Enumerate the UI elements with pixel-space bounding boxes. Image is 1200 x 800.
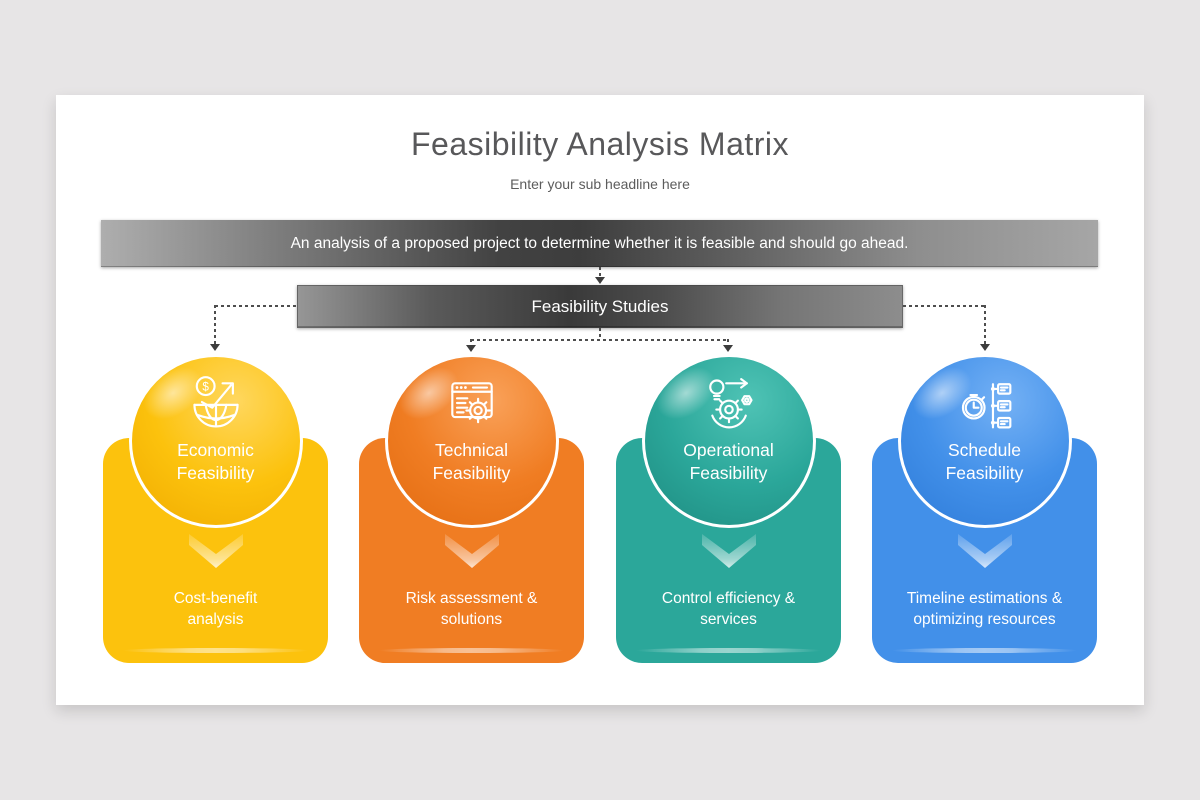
schedule-circle: Schedule Feasibility <box>897 354 1072 528</box>
browser-gear-icon <box>450 382 493 424</box>
studies-bar: Feasibility Studies <box>297 285 903 328</box>
connector-technical-vertical <box>470 339 472 346</box>
page-subtitle: Enter your sub headline here <box>510 176 690 192</box>
connector-top-vertical <box>599 267 601 278</box>
card-technical-feasibility: Technical Feasibility Risk assessment & … <box>359 354 584 663</box>
card-schedule-feasibility: Schedule Feasibility Timeline estimation… <box>872 354 1097 663</box>
operational-card-title: Operational Feasibility <box>683 440 774 484</box>
gears-idea-process-icon <box>708 378 753 429</box>
operational-card-description: Control efficiency & services <box>661 590 796 628</box>
connector-center-horizontal <box>471 339 729 341</box>
economic-circle: $ Economic Feasibility <box>128 354 303 528</box>
chevron-down-icon <box>188 534 243 568</box>
connector-right-horizontal <box>903 305 985 307</box>
technical-circle: Technical Feasibility <box>384 354 559 528</box>
connector-operational-vertical <box>727 339 729 346</box>
schedule-card-description: Timeline estimations & optimizing resour… <box>906 590 1063 628</box>
connector-left-vertical <box>214 305 216 345</box>
economic-card-title: Economic Feasibility <box>176 440 255 484</box>
operational-circle: Operational Feasibility <box>641 354 816 528</box>
connector-right-vertical <box>984 305 986 345</box>
description-bar: An analysis of a proposed project to det… <box>101 220 1098 267</box>
arrowhead-technical <box>466 345 476 352</box>
stopwatch-timeline-icon <box>961 383 1011 429</box>
schedule-card-title: Schedule Feasibility <box>945 440 1024 484</box>
technical-card-title: Technical Feasibility <box>432 440 511 484</box>
page-title: Feasibility Analysis Matrix <box>410 126 790 162</box>
description-bar-text: An analysis of a proposed project to det… <box>290 234 909 252</box>
arrowhead-schedule <box>980 344 990 351</box>
svg-text:$: $ <box>202 380 209 393</box>
economic-card-description: Cost-benefit analysis <box>173 590 258 628</box>
arrowhead-top <box>595 277 605 284</box>
arrowhead-economic <box>210 344 220 351</box>
card-operational-feasibility: Operational Feasibility Control efficien… <box>616 354 841 663</box>
economic-growth-globe-icon: $ <box>192 376 239 428</box>
chevron-down-icon <box>444 534 499 568</box>
connector-left-horizontal <box>215 305 297 307</box>
studies-bar-text: Feasibility Studies <box>531 296 669 316</box>
connector-center-stub <box>599 328 601 340</box>
technical-card-description: Risk assessment & solutions <box>405 590 538 628</box>
chevron-down-icon <box>701 534 756 568</box>
chevron-down-icon <box>957 534 1012 568</box>
card-economic-feasibility: $ Economic Feasibility Cost-benefit anal… <box>103 354 328 663</box>
arrowhead-operational <box>723 345 733 352</box>
